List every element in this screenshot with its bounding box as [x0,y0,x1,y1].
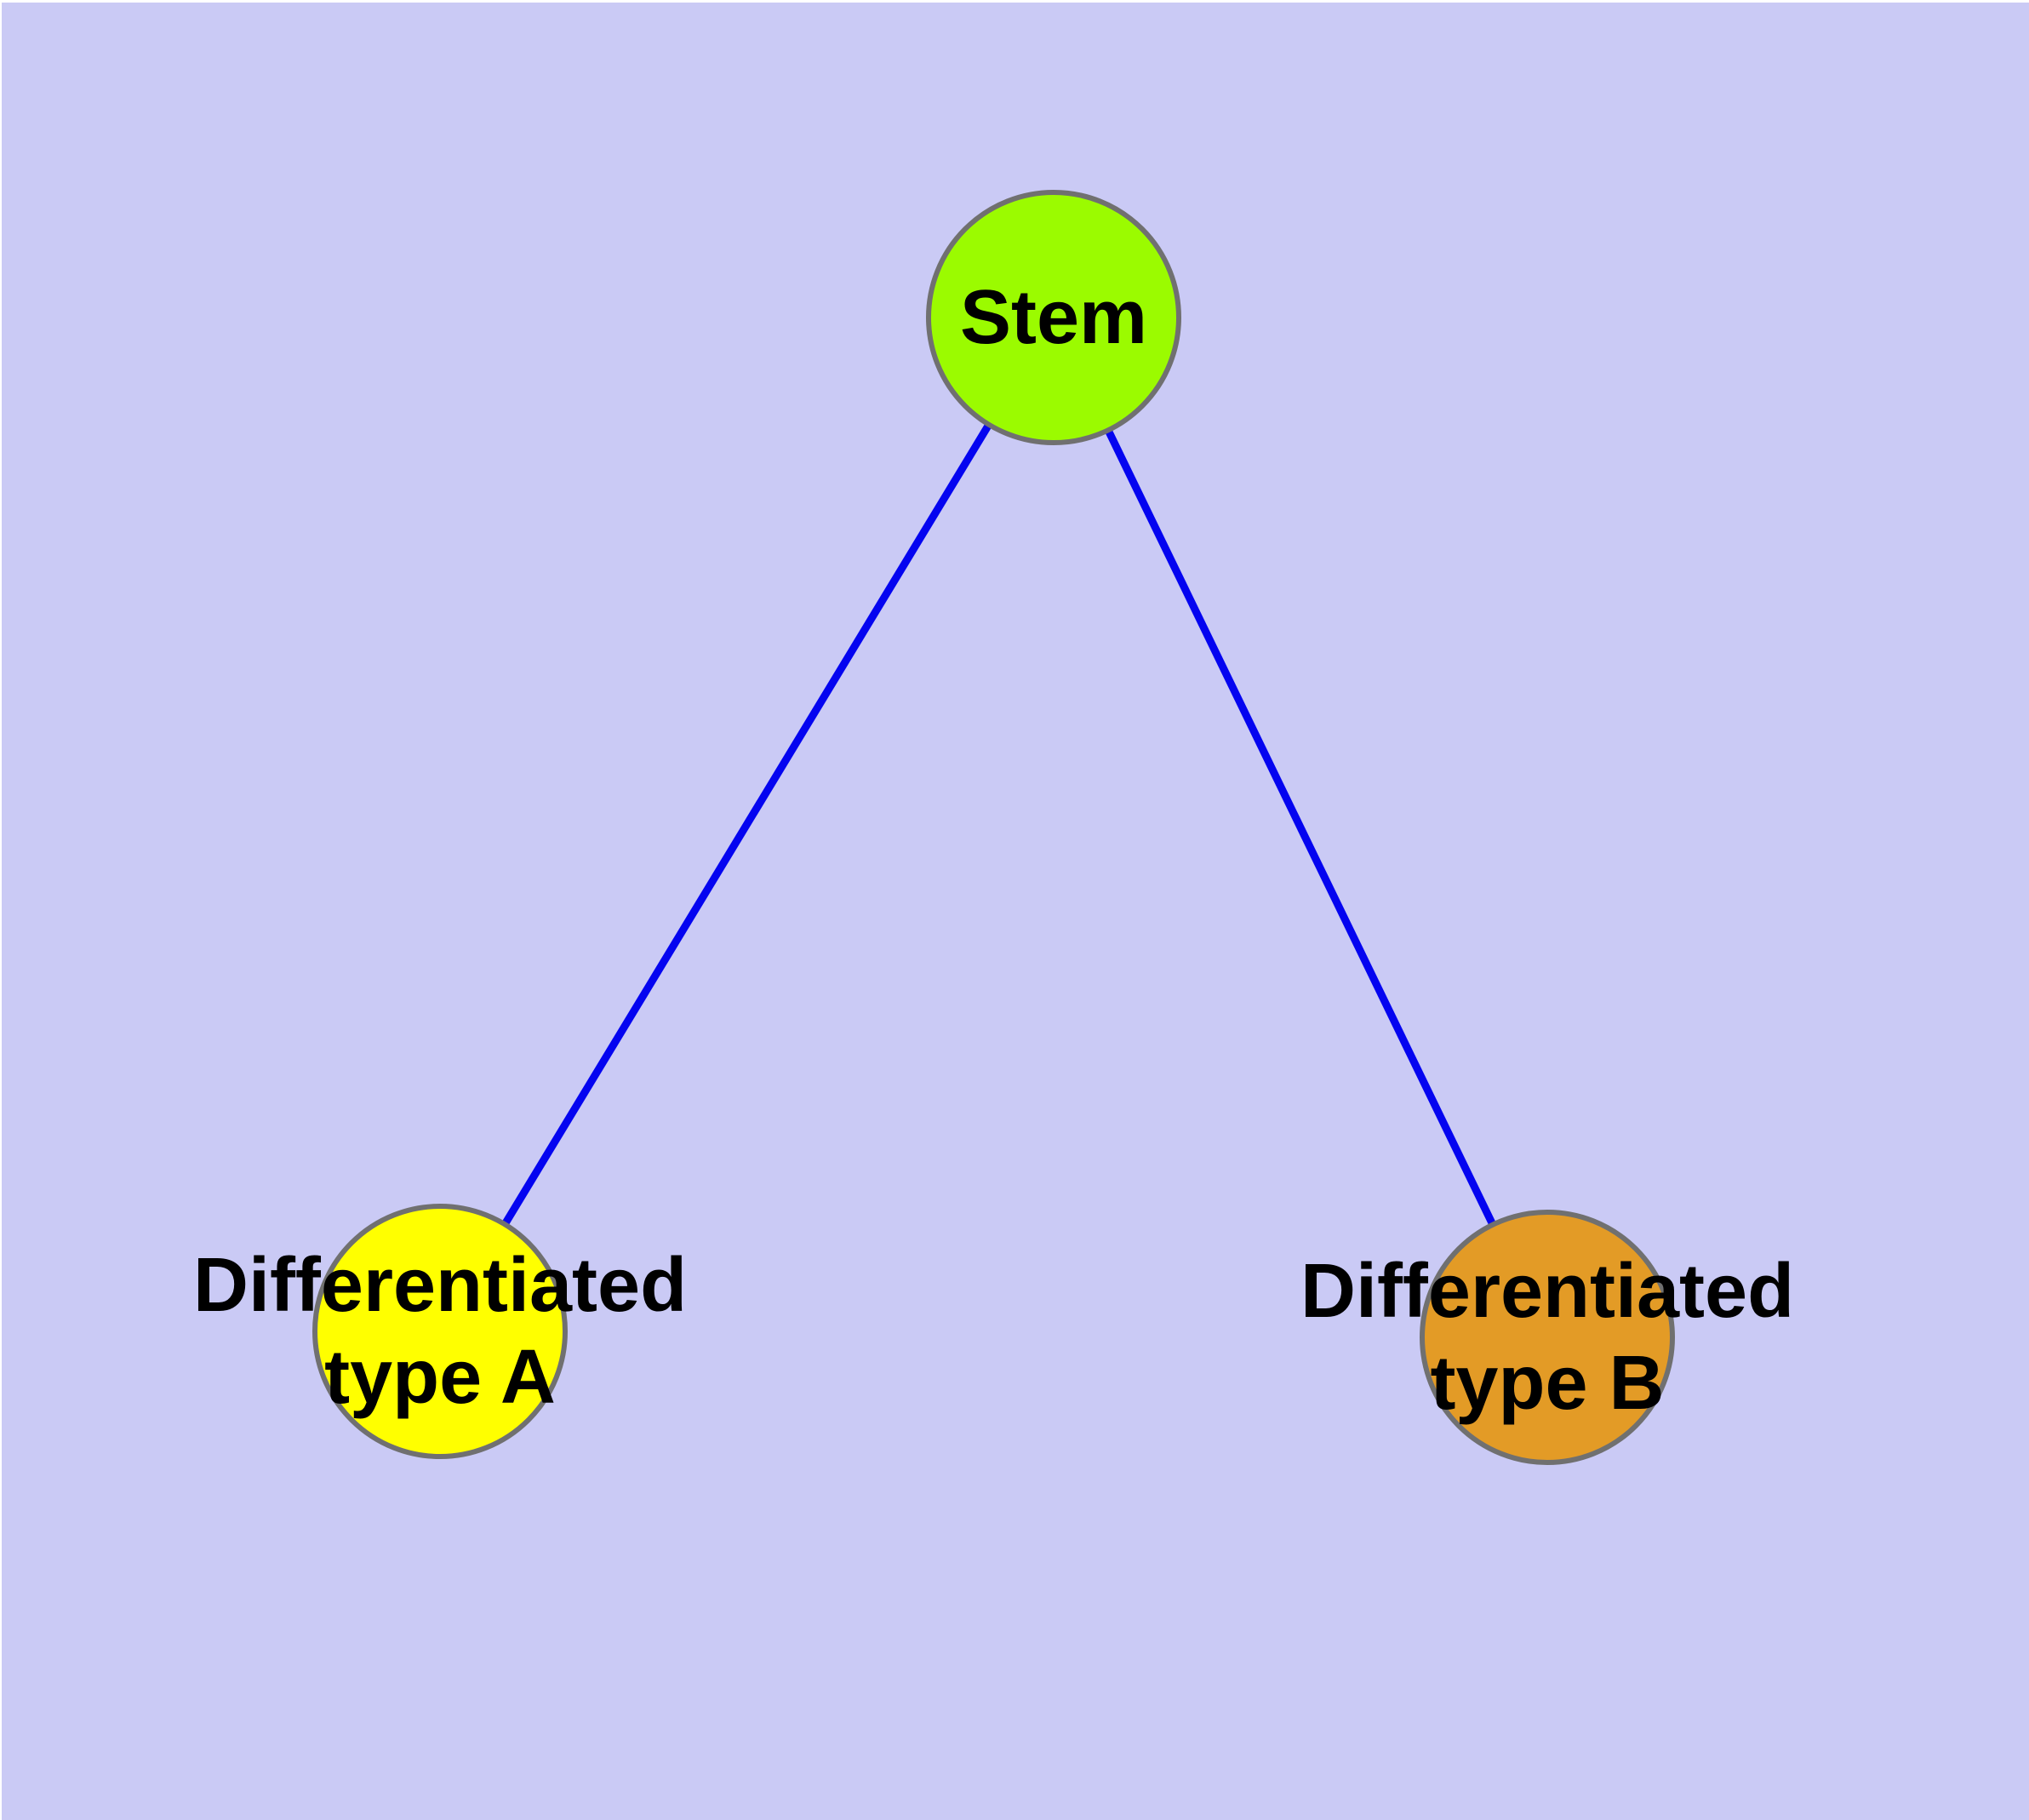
edge-stem-to-type-b [1049,316,1552,1339]
node-type-b-circle [1420,1210,1675,1465]
edge-stem-to-type-a [437,315,1057,1334]
node-stem-circle [926,190,1181,445]
node-type-a-circle [312,1204,568,1459]
